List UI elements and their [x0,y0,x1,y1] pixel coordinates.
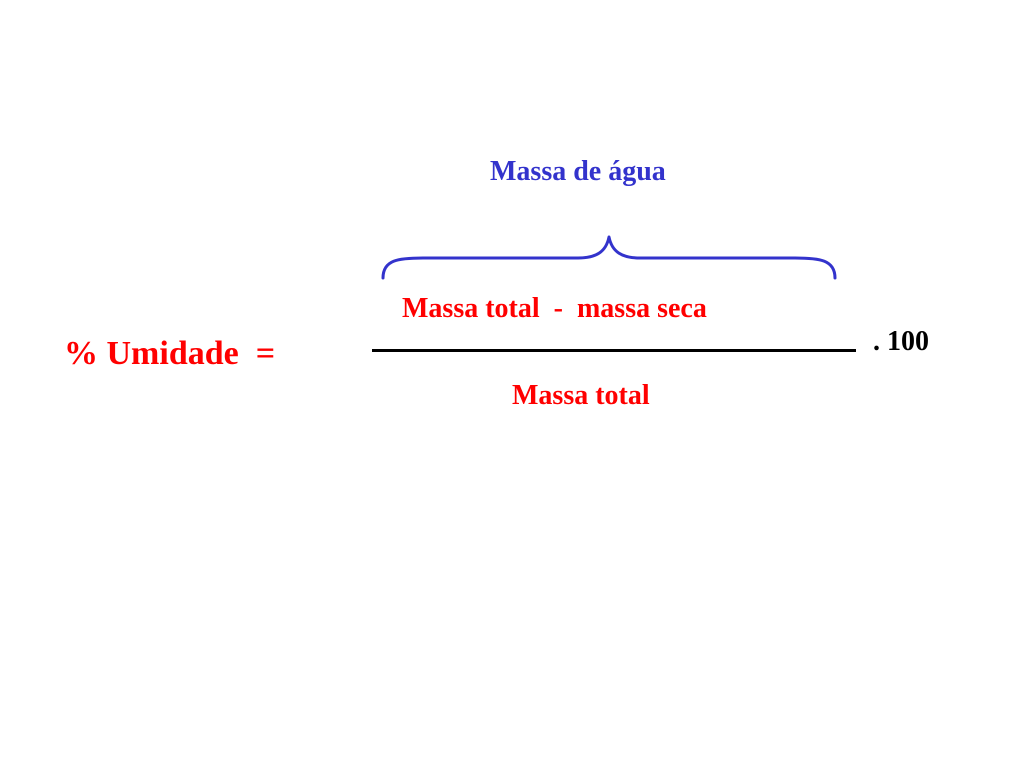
multiplier: . 100 [873,326,929,357]
overbrace-icon [381,235,837,280]
fraction-bar [372,349,856,352]
formula-lhs: % Umidade = [64,335,276,372]
fraction-denominator: Massa total [512,380,650,411]
overbrace-path [381,235,837,280]
water-mass-annotation: Massa de água [490,156,666,187]
fraction-numerator: Massa total - massa seca [402,293,707,324]
